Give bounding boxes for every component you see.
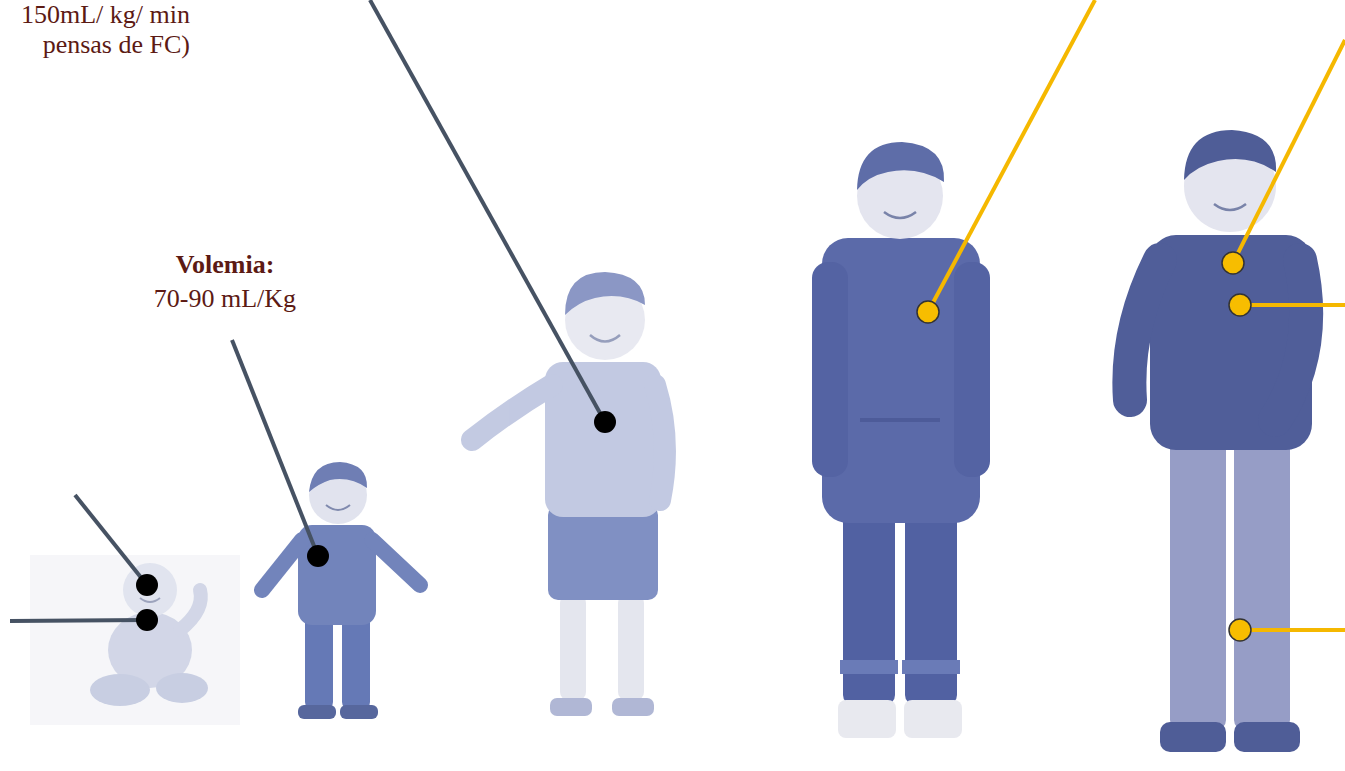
baby-background	[30, 555, 240, 725]
teen-arm	[954, 262, 990, 477]
label-value: 70-90 mL/Kg	[125, 284, 325, 314]
adult-figure	[1129, 130, 1312, 752]
baby-figure	[30, 555, 240, 725]
baby-leg	[156, 673, 208, 703]
leader-line	[10, 620, 147, 621]
highlight-dot	[1222, 252, 1244, 274]
leader-line	[232, 340, 318, 556]
toddler-hair	[309, 462, 367, 492]
toddler-arm	[262, 540, 302, 590]
label-value: pensas de FC)	[10, 30, 190, 60]
leader-lines	[10, 0, 605, 621]
adult-smile	[1214, 204, 1246, 210]
baby-leg	[90, 674, 150, 706]
adult-arm	[1129, 260, 1160, 400]
adult-shoe	[1234, 722, 1300, 752]
child-shorts	[548, 505, 658, 600]
child-arm	[655, 385, 665, 500]
adult-arm	[1275, 260, 1306, 420]
leader-dot	[307, 545, 329, 567]
child-shoe	[550, 698, 592, 716]
baby-arm	[180, 590, 201, 630]
teen-hair	[857, 142, 944, 190]
highlight-dots	[917, 252, 1251, 641]
label-heading: Volemia:	[125, 250, 325, 280]
highlight-dot	[917, 301, 939, 323]
leader-dot	[136, 609, 158, 631]
child-leg	[560, 595, 586, 700]
teen-leg	[905, 505, 957, 705]
adult-leg	[1234, 430, 1290, 730]
highlight-line	[1233, 40, 1345, 263]
child-arm	[472, 385, 552, 440]
teen-pocket	[860, 418, 940, 422]
adult-leg	[1170, 430, 1226, 730]
teen-smile	[884, 212, 916, 218]
highlight-line	[1240, 628, 1345, 632]
highlight-line	[928, 0, 1095, 312]
toddler-leg	[342, 615, 370, 710]
toddler-smile	[326, 505, 350, 510]
baby-smile	[140, 598, 160, 602]
highlight-dot	[1229, 619, 1251, 641]
highlight-line	[1240, 303, 1345, 307]
child-hair	[565, 272, 645, 315]
teen-shoe	[904, 700, 962, 738]
leader-dots	[136, 411, 616, 631]
label-value: 150mL/ kg/ min	[10, 0, 190, 30]
child-shoe	[612, 698, 654, 716]
teen-shoe	[838, 700, 896, 738]
teen-cuff	[840, 660, 898, 674]
teen-figure	[812, 142, 990, 738]
child-smile	[590, 335, 620, 342]
leader-line	[370, 0, 605, 422]
leader-dot	[136, 574, 158, 596]
toddler-figure	[262, 462, 420, 719]
baby-head	[123, 563, 177, 617]
toddler-arm	[372, 540, 420, 585]
toddler-leg	[305, 615, 333, 710]
teen-leg	[843, 505, 895, 705]
toddler-shoe	[298, 705, 336, 719]
teen-arm	[812, 262, 848, 477]
toddler-shoe	[340, 705, 378, 719]
highlight-lines	[928, 0, 1345, 630]
child-leg	[618, 595, 644, 700]
adult-hair	[1184, 130, 1276, 180]
highlight-dot	[1229, 294, 1251, 316]
teen-cuff	[902, 660, 960, 674]
leader-line	[75, 495, 147, 585]
leader-dot	[594, 411, 616, 433]
adult-shoe	[1160, 722, 1226, 752]
child-figure	[472, 272, 665, 716]
